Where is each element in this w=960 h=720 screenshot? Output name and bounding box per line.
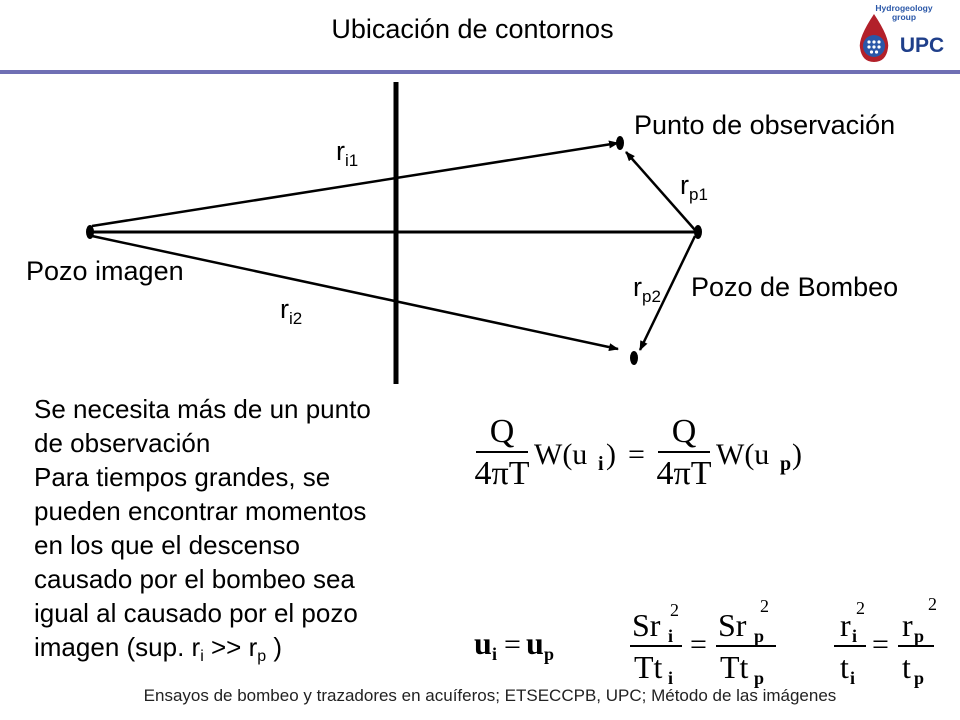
- page-title: Ubicación de contornos: [331, 14, 614, 44]
- svg-text:=: =: [628, 438, 645, 471]
- svg-text:i: i: [668, 668, 673, 688]
- svg-text:p: p: [780, 453, 791, 475]
- equation-drawdown-equality: Q 4πT W(u i ) = Q 4πT W(u p ): [475, 413, 802, 492]
- equation-distance-ratios: u i = u p Sr i 2 Tt i = Sr p 2 Tt p r i …: [474, 596, 937, 688]
- observation-point-label: Punto de observación: [634, 110, 896, 140]
- svg-text:): ): [606, 438, 616, 471]
- pumping-well-label: Pozo de Bombeo: [691, 272, 899, 302]
- svg-text:Tt: Tt: [634, 649, 663, 685]
- label-ri2: ri2: [280, 294, 303, 328]
- svg-text:i: i: [852, 626, 857, 646]
- observation-point-1: [616, 136, 624, 150]
- svg-text:): ): [792, 438, 802, 471]
- label-rp2: rp2: [633, 272, 661, 306]
- svg-text:Q: Q: [672, 413, 697, 450]
- svg-text:Hydrogeology: Hydrogeology: [875, 3, 932, 13]
- svg-text:p: p: [914, 668, 924, 688]
- svg-text:=: =: [504, 628, 521, 661]
- svg-text:Sr: Sr: [632, 607, 661, 643]
- svg-text:Sr: Sr: [718, 607, 747, 643]
- image-well-point: [86, 225, 94, 239]
- svg-text:i: i: [598, 453, 604, 475]
- text-line: en los que el descenso: [34, 530, 300, 560]
- svg-text:4πT: 4πT: [475, 455, 530, 492]
- label-ri1: ri1: [336, 136, 359, 170]
- text-line: causado por el bombeo sea: [34, 564, 355, 594]
- svg-text:i: i: [850, 668, 855, 688]
- pumping-well-point: [694, 225, 702, 239]
- svg-text:i: i: [668, 626, 673, 646]
- footer-text: Ensayos de bombeo y trazadores en acuífe…: [143, 686, 837, 705]
- svg-text:u: u: [474, 625, 492, 661]
- svg-text:4πT: 4πT: [657, 455, 712, 492]
- svg-text:UPC: UPC: [900, 34, 944, 57]
- svg-text:p: p: [914, 626, 924, 646]
- svg-text:Tt: Tt: [720, 649, 749, 685]
- svg-text:2: 2: [928, 596, 937, 614]
- svg-text:=: =: [872, 628, 889, 661]
- svg-text:i: i: [492, 644, 497, 664]
- hydrogeology-upc-logo: Hydrogeology group UPC: [859, 3, 944, 62]
- text-line: imagen (sup. ri >> rp ): [34, 632, 283, 665]
- svg-text:W(u: W(u: [534, 438, 587, 471]
- arrow-rp2: [638, 235, 697, 351]
- text-line: de observación: [34, 428, 211, 458]
- svg-text:p: p: [544, 644, 554, 664]
- svg-text:=: =: [690, 628, 707, 661]
- text-line: Se necesita más de un punto: [34, 394, 371, 424]
- text-line: Para tiempos grandes, se: [34, 462, 331, 492]
- arrow-ri1: [91, 140, 619, 228]
- svg-text:2: 2: [670, 600, 679, 620]
- arrow-ri2: [91, 234, 619, 352]
- svg-text:t: t: [840, 649, 849, 685]
- image-well-label: Pozo imagen: [26, 256, 184, 286]
- svg-text:2: 2: [760, 596, 769, 616]
- arrow-rp1: [625, 151, 696, 231]
- svg-text:2: 2: [856, 598, 865, 618]
- svg-text:p: p: [754, 626, 764, 646]
- observation-point-2: [630, 351, 638, 365]
- text-line: pueden encontrar momentos: [34, 496, 367, 526]
- svg-text:W(u: W(u: [716, 438, 769, 471]
- svg-text:t: t: [902, 649, 911, 685]
- svg-text:u: u: [526, 625, 544, 661]
- explanation-text: Se necesita más de un punto de observaci…: [34, 392, 474, 669]
- text-line: igual al causado por el pozo: [34, 598, 358, 628]
- label-rp1: rp1: [680, 170, 708, 204]
- title-divider: [0, 70, 960, 74]
- svg-text:Q: Q: [490, 413, 515, 450]
- svg-text:r: r: [840, 607, 851, 643]
- svg-text:p: p: [754, 668, 764, 688]
- svg-text:group: group: [892, 12, 916, 22]
- svg-text:r: r: [902, 607, 913, 643]
